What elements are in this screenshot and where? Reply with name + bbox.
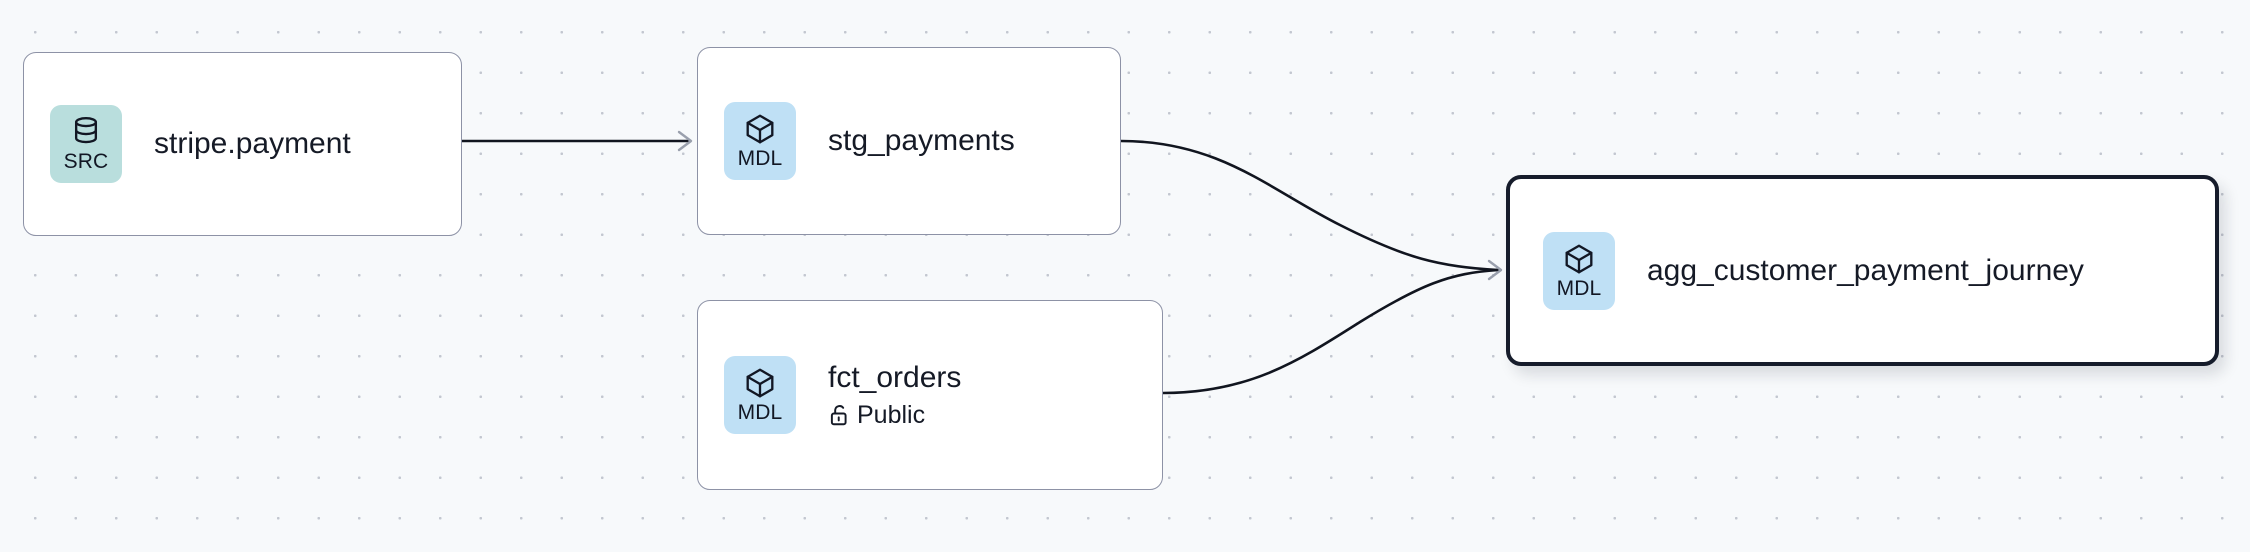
edge-stg-to-agg — [1119, 139, 1500, 272]
node-type-badge-label: SRC — [63, 150, 109, 173]
node-text-block: agg_customer_payment_journey — [1647, 254, 2084, 288]
edge-fct-to-agg — [1161, 268, 1500, 395]
node-type-badge-mdl: MDL — [724, 356, 796, 434]
node-title: agg_customer_payment_journey — [1647, 253, 2084, 287]
unlock-icon — [828, 403, 849, 427]
node-text-block: fct_orders Public — [828, 361, 961, 429]
node-title: stripe.payment — [154, 127, 351, 161]
node-title: stg_payments — [828, 124, 1015, 158]
node-type-badge-label: MDL — [1556, 276, 1602, 300]
database-icon — [71, 116, 101, 150]
node-title: fct_orders — [828, 360, 962, 394]
arrowhead-stripe-to-stg — [677, 130, 693, 152]
lineage-node-stripe-payment[interactable]: SRC stripe.payment — [23, 52, 462, 236]
node-type-badge-mdl: MDL — [724, 102, 796, 180]
cube-icon — [1563, 243, 1595, 277]
node-type-badge-label: MDL — [737, 147, 783, 170]
lineage-node-stg-payments[interactable]: MDL stg_payments — [697, 47, 1121, 235]
cube-icon — [744, 113, 776, 147]
cube-icon — [744, 367, 776, 401]
node-text-block: stripe.payment — [154, 127, 351, 161]
node-type-badge-src: SRC — [50, 105, 122, 183]
node-type-badge-mdl: MDL — [1543, 231, 1615, 310]
arrowhead-into-agg — [1487, 259, 1503, 281]
node-visibility-label: Public — [857, 400, 926, 429]
lineage-node-agg-customer-payment-journey[interactable]: MDL agg_customer_payment_journey — [1506, 175, 2219, 366]
node-visibility: Public — [828, 400, 961, 430]
node-type-badge-label: MDL — [737, 401, 783, 424]
node-text-block: stg_payments — [828, 124, 1015, 158]
lineage-node-fct-orders[interactable]: MDL fct_orders Public — [697, 300, 1163, 490]
